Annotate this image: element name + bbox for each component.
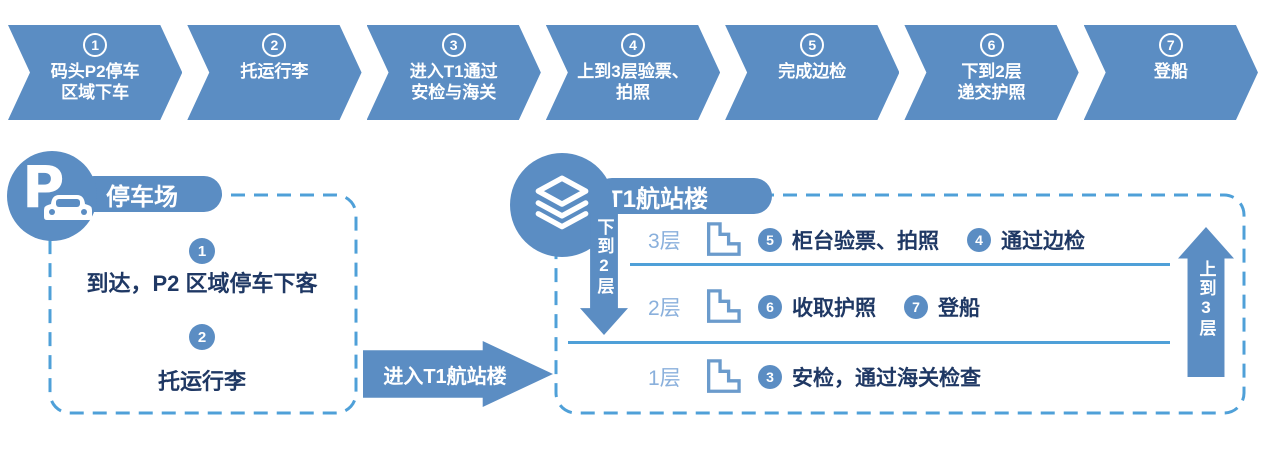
up-arrow-label: 上到3层 (1196, 260, 1216, 338)
floor-row-3: 3层 5 柜台验票、拍照 4 通过边检 (648, 217, 1113, 263)
floor-row-1: 1层 3 安检，通过海关检查 (648, 354, 1009, 400)
floor-label: 3层 (648, 230, 681, 253)
step-number-badge: 1 (83, 33, 107, 57)
floor-step-label: 通过边检 (1001, 230, 1085, 253)
step-label: 完成边检 (778, 62, 847, 81)
parking-icon: P (7, 151, 97, 241)
step-label: 拍照 (615, 83, 650, 102)
stairs-icon (706, 222, 741, 256)
floor-step-label: 安检，通过海关检查 (792, 367, 981, 390)
floor-divider (568, 341, 1170, 344)
step-label: 托运行李 (240, 62, 309, 81)
parking-title-pill: 停车场 (76, 176, 222, 212)
process-steps-bar: 1 码头P2停车区域下车 2 托运行李 3 进入T1通过安检与海关 4 上到3层验票、拍照 5 完… (8, 25, 1258, 120)
terminal-zone-outline (554, 193, 1246, 415)
step-number-badge: 3 (758, 365, 782, 389)
step-label: 上到3层验票、 (577, 62, 689, 81)
step-label: 安检与海关 (411, 83, 497, 102)
floor-row-2: 2层 6 收取护照 7 登船 (648, 284, 1008, 330)
stairs-icon (706, 289, 741, 323)
step-number-badge: 2 (189, 324, 215, 350)
floor-label: 1层 (648, 367, 681, 390)
step-number-badge: 2 (262, 33, 286, 57)
parking-step-label: 到达，P2 区域停车下客 (86, 271, 318, 296)
step-label: 递交护照 (957, 83, 1026, 102)
step-number-badge: 5 (758, 228, 782, 252)
process-step-5: 5 完成边检 (725, 25, 899, 120)
process-step-1: 1 码头P2停车区域下车 (8, 25, 182, 120)
floor-step-label: 柜台验票、拍照 (792, 230, 939, 253)
floor-step-label: 登船 (938, 297, 980, 320)
step-number-badge: 7 (1159, 33, 1183, 57)
step-label: 登船 (1153, 62, 1188, 81)
process-step-6: 6 下到2层递交护照 (904, 25, 1078, 120)
parking-step-label: 托运行李 (157, 369, 246, 394)
step-number-badge: 4 (967, 228, 991, 252)
down-arrow-label: 下到2层 (594, 218, 614, 296)
step-number-badge: 3 (442, 33, 466, 57)
enter-terminal-arrow: 进入T1航站楼 (363, 341, 553, 407)
parking-zone-content: 1 到达，P2 区域停车下客 2 托运行李 (47, 192, 357, 414)
process-step-4: 4 上到3层验票、拍照 (546, 25, 720, 120)
process-step-3: 3 进入T1通过安检与海关 (367, 25, 541, 120)
terminal-title: T1航站楼 (608, 185, 709, 213)
step-label: 码头P2停车 (50, 62, 140, 81)
step-label: 进入T1通过 (409, 62, 498, 81)
parking-title: 停车场 (106, 183, 178, 211)
floor-divider (630, 263, 1170, 266)
step-number-badge: 4 (621, 33, 645, 57)
terminal-title-pill: T1航站楼 (594, 178, 772, 214)
car-icon (44, 195, 92, 220)
step-label: 区域下车 (61, 83, 130, 102)
floor-label: 2层 (648, 297, 681, 320)
process-step-7: 7 登船 (1084, 25, 1258, 120)
enter-terminal-label: 进入T1航站楼 (383, 365, 507, 388)
step-number-badge: 6 (758, 295, 782, 319)
step-number-badge: 1 (189, 238, 215, 264)
step-number-badge: 6 (980, 33, 1004, 57)
step-number-badge: 5 (800, 33, 824, 57)
step-number-badge: 7 (904, 295, 928, 319)
stairs-icon (706, 359, 741, 393)
floor-step-label: 收取护照 (792, 297, 876, 320)
process-step-2: 2 托运行李 (187, 25, 361, 120)
layers-icon (535, 175, 589, 230)
step-label: 下到2层 (961, 62, 1022, 81)
